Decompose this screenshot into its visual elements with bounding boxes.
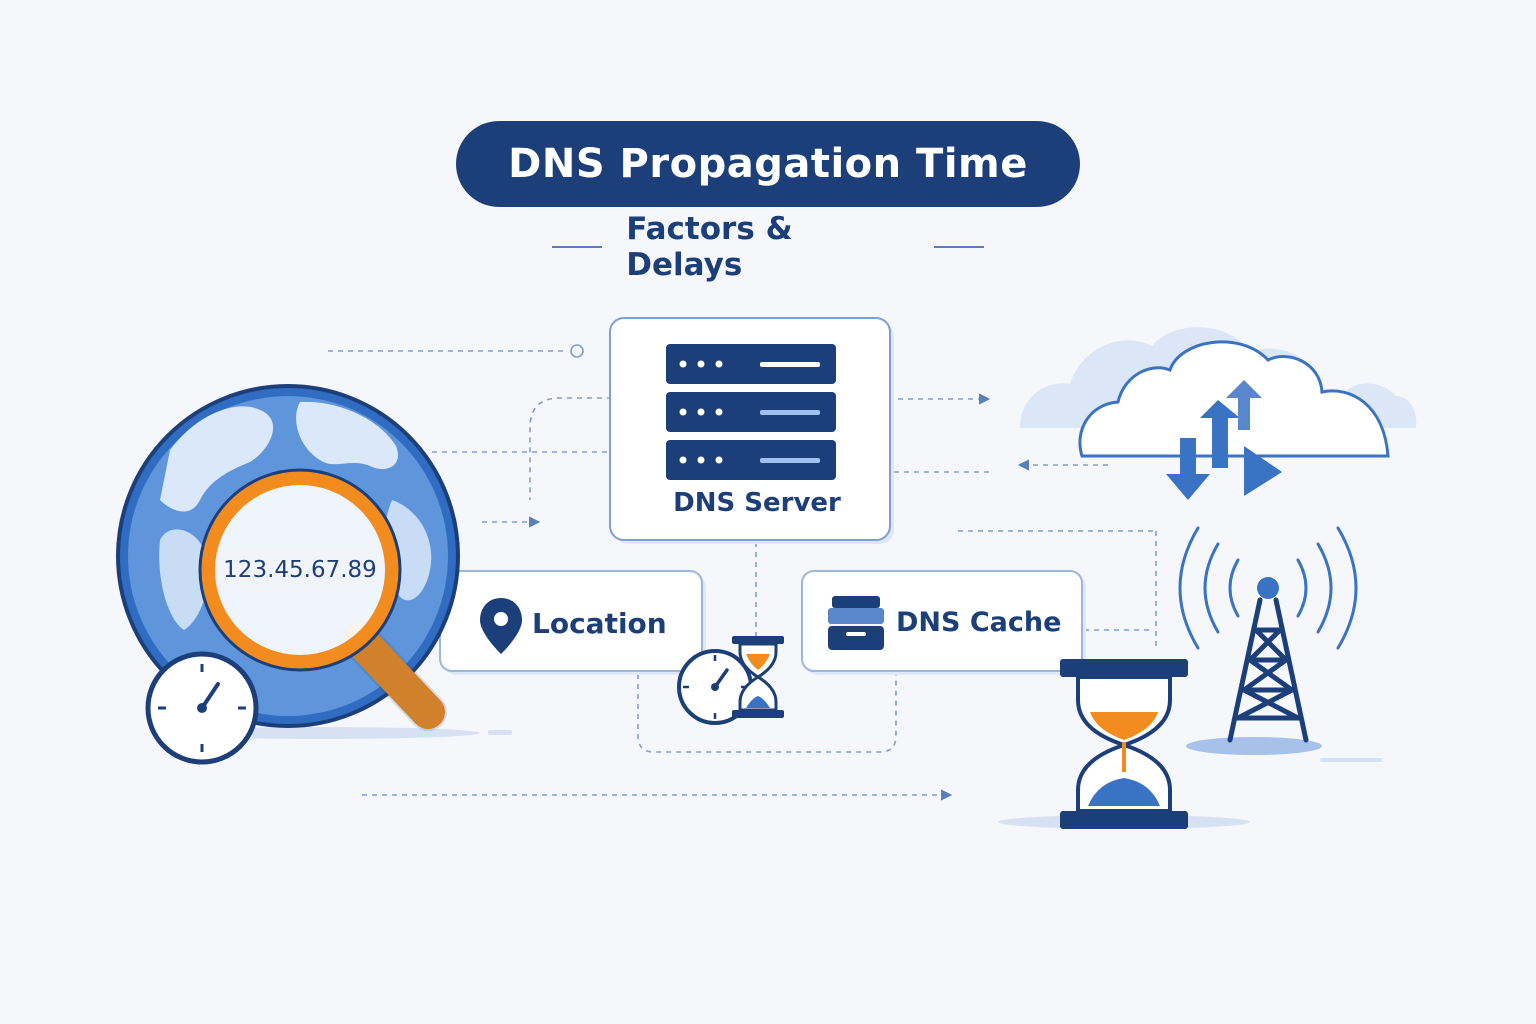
subtitle-text: Factors & Delays <box>626 211 793 283</box>
subtitle: Factors & Delays <box>552 211 984 283</box>
dns-server-label: DNS Server <box>673 488 841 518</box>
subtitle-rule-right <box>933 246 984 248</box>
ip-address-text: 123.45.67.89 <box>223 557 377 583</box>
dns-cache-label: DNS Cache <box>896 607 1062 638</box>
subtitle-rule-left <box>552 246 603 248</box>
location-label: Location <box>532 607 667 640</box>
page-title: DNS Propagation Time <box>456 121 1080 207</box>
